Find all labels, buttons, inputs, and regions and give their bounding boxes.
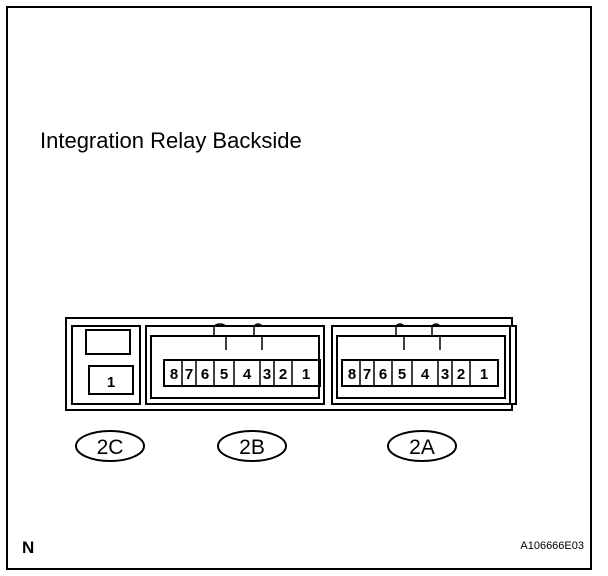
pin-2a-2: 2 <box>457 366 465 383</box>
connector-2c-latch <box>85 329 131 355</box>
pin-2a-6: 6 <box>379 366 387 383</box>
connector-2c-body <box>71 325 141 405</box>
connector-2b-body <box>145 325 325 405</box>
pin-2b-6: 6 <box>201 366 209 383</box>
diagram-frame <box>6 6 592 570</box>
connector-2a-keys <box>395 326 441 350</box>
connector-label-2b: 2B <box>239 436 265 459</box>
pin-2a-8: 8 <box>348 366 356 383</box>
connector-2a-inner <box>336 335 506 399</box>
pin-2c-1: 1 <box>107 374 115 391</box>
pin-2b-7: 7 <box>185 366 193 383</box>
pin-2b-1: 1 <box>302 366 310 383</box>
connector-label-ellipse-2c <box>75 430 145 462</box>
pin-2b-4: 4 <box>243 366 252 383</box>
pin-2a-4: 4 <box>421 366 430 383</box>
connector-label-2a: 2A <box>409 436 435 459</box>
pin-2b-3: 3 <box>263 366 271 383</box>
north-label: N <box>22 538 35 557</box>
pin-2a-5: 5 <box>398 366 406 383</box>
diagram-title: Integration Relay Backside <box>40 128 302 153</box>
figure-code: A106666E03 <box>520 540 584 552</box>
pin-2b-5: 5 <box>220 366 228 383</box>
connector-2b-pin-block <box>163 359 321 387</box>
connector-2c-pin-box <box>88 365 134 395</box>
connector-2a-pin-block <box>341 359 499 387</box>
connector-2b-keys <box>213 326 263 350</box>
connector-label-ellipse-2b <box>217 430 287 462</box>
pin-2b-8: 8 <box>170 366 178 383</box>
pin-2a-1: 1 <box>480 366 488 383</box>
relay-housing <box>65 317 517 411</box>
connector-label-2c: 2C <box>97 436 124 459</box>
pin-2a-3: 3 <box>441 366 449 383</box>
pin-2b-2: 2 <box>279 366 287 383</box>
connector-2a-body <box>331 325 511 405</box>
connector-label-ellipse-2a <box>387 430 457 462</box>
pin-2a-7: 7 <box>363 366 371 383</box>
